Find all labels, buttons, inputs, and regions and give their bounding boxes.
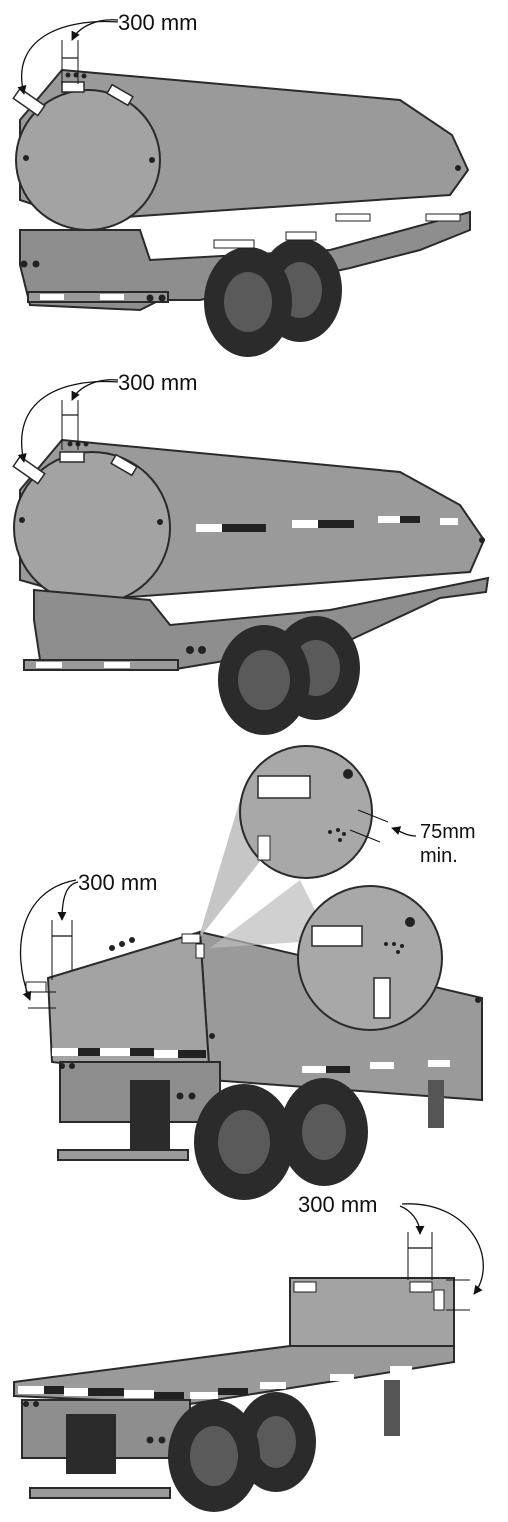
reflective-strip [61,81,85,93]
detail-magnifier-2 [297,885,443,1031]
reflective-strip [106,83,134,107]
leader-arrow [57,881,79,921]
rear-bumper [23,659,179,671]
rear-bumper [57,1149,189,1161]
reflective-strip [59,451,85,463]
detail-dimension-label-min: min. [420,845,458,867]
deck-stripes [18,1366,412,1400]
figure-tanker-2: 300 mm [12,370,490,735]
bumper-stripe [36,662,62,668]
lamps [19,441,485,654]
reflective-strip [110,453,138,477]
side-stripe [425,213,461,222]
leader-arrow [71,379,119,401]
dimension-label: 300 mm [78,870,157,895]
tires [66,1392,316,1512]
lamps [59,937,481,1100]
bumper-stripe [100,294,124,300]
leader-arrow [17,380,119,463]
bumper-stripe [104,662,130,668]
leader-arrow [19,879,77,1001]
leader-arrow [391,826,417,837]
leader-arrow [71,19,119,41]
leader-arrow [399,1205,425,1235]
bottom-stripes [52,1048,450,1073]
dimension-label: 300 mm [118,10,197,35]
bumper-stripe [40,294,64,300]
side-stripe [335,213,371,222]
tires [204,238,342,357]
detail-dimension-label: 75mm [420,821,476,843]
dimension-label: 300 mm [298,1192,377,1217]
lamps [23,1401,166,1444]
tires [218,616,360,735]
leader-arrow [401,1203,484,1295]
tires [130,1078,368,1200]
side-stripe [285,231,317,241]
dimension-label: 300 mm [118,370,197,395]
reflective-strip [12,87,46,117]
rear-bumper [27,291,169,303]
rear-bumper [29,1487,171,1499]
figure-flatbed: 300 mm [13,1192,484,1512]
leader-arrow [17,20,119,95]
lamps [20,72,461,302]
reflective-strip [12,455,46,485]
figure-box-van: 75mm min. [19,745,483,1200]
side-stripe [213,239,255,249]
figure-tanker-1: 300 mm [12,10,471,357]
side-stripes [196,516,458,532]
